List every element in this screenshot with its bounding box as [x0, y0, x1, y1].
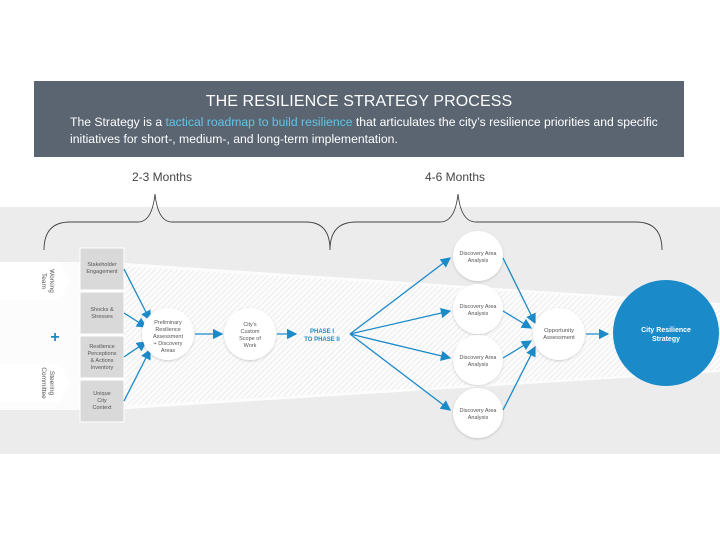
scope-line2: Custom	[241, 329, 260, 335]
city-resilience-strategy-node: City Resilience Strategy	[613, 280, 719, 386]
discovery-area-node-4: Discovery Area Analysis	[453, 388, 503, 438]
phase1-duration: 2-3 Months	[132, 170, 193, 184]
flow-funnel-hatch	[120, 266, 720, 406]
discovery-area-node-1: Discovery Area Analysis	[453, 231, 503, 281]
box-context-line2: City	[97, 398, 107, 404]
phase2-bracket	[329, 193, 663, 251]
header-banner: THE RESILIENCE STRATEGY PROCESS The Stra…	[34, 81, 684, 157]
preliminary-line1: Preliminary	[154, 320, 182, 326]
diagram-description: The Strategy is a tactical roadmap to bu…	[70, 114, 680, 148]
description-text-start: The Strategy is a	[70, 115, 166, 129]
discovery-1-line1: Discovery Area	[460, 251, 498, 257]
discovery-3-line2: Analysis	[468, 362, 489, 368]
preliminary-assessment-node: Preliminary Resilience Assessment + Disc…	[142, 308, 194, 360]
steering-committee-label: Steering Committee	[40, 367, 55, 399]
input-box-perceptions: Resilience Perceptions & Actions Invento…	[79, 335, 125, 379]
diagram-title: THE RESILIENCE STRATEGY PROCESS	[205, 93, 513, 110]
arrow-discovery-3-to-opportunity	[502, 340, 533, 359]
box-perceptions-line3: & Actions	[91, 358, 114, 364]
box-shocks-line1: Shocks &	[90, 307, 114, 313]
arrow-discovery-2-to-opportunity	[502, 310, 533, 329]
discovery-4-line2: Analysis	[468, 415, 489, 421]
working-team-label-line2: Team	[40, 273, 47, 289]
phase1-bracket	[43, 193, 331, 251]
phase-label-line2: TO PHASE II	[304, 337, 340, 343]
steering-committee-label-line2: Committee	[40, 367, 47, 399]
box-stakeholder-line2: Engagement	[86, 269, 118, 275]
arrow-phase-to-discovery-1	[349, 257, 452, 335]
arrow-phase-to-discovery-2	[349, 307, 452, 335]
strategy-line2: Strategy	[652, 336, 680, 343]
arrow-discovery-4-to-opportunity	[502, 345, 536, 411]
plus-sign: +	[50, 329, 59, 346]
working-team-label-line1: Working	[48, 269, 55, 293]
opportunity-assessment-node: Opportunity Assessment	[533, 308, 585, 360]
scope-line3: Scope of	[239, 336, 261, 342]
arrow-phase-to-discovery-3	[349, 333, 452, 361]
discovery-area-node-2: Discovery Area Analysis	[453, 284, 503, 334]
preliminary-line5: Areas	[161, 348, 176, 354]
arrow-context-to-preliminary	[123, 348, 151, 402]
discovery-4-line1: Discovery Area	[460, 408, 498, 414]
discovery-3-line1: Discovery Area	[460, 355, 498, 361]
box-context-line3: Context	[93, 405, 112, 411]
phase2-duration: 4-6 Months	[425, 170, 486, 184]
custom-scope-node: City’s Custom Scope of Work	[224, 308, 276, 360]
steering-committee-label-line1: Steering	[48, 371, 55, 396]
opportunity-line2: Assessment	[543, 335, 575, 341]
arrow-phase-to-discovery-4	[349, 333, 452, 411]
arrow-shocks-to-preliminary	[123, 312, 148, 328]
input-box-context: Unique City Context	[79, 379, 125, 423]
preliminary-line3: Assessment	[153, 334, 183, 340]
arrow-stakeholder-to-preliminary	[123, 268, 151, 322]
input-box-stakeholder: Stakeholder Engagement	[79, 247, 125, 291]
box-shocks-line2: Stresses	[91, 314, 113, 320]
discovery-area-node-3: Discovery Area Analysis	[453, 335, 503, 385]
discovery-1-line2: Analysis	[468, 258, 489, 264]
box-perceptions-line1: Resilience	[89, 344, 114, 350]
strategy-line1: City Resilience	[641, 327, 691, 334]
arrow-discovery-1-to-opportunity	[502, 257, 536, 325]
phase-label-line1: PHASE I	[310, 329, 334, 335]
arrow-perceptions-to-preliminary	[123, 341, 148, 358]
input-box-shocks: Shocks & Stresses	[79, 291, 125, 335]
preliminary-line2: Resilience	[155, 327, 180, 333]
preliminary-line4: + Discovery	[154, 341, 183, 347]
working-team-arrow	[0, 262, 70, 300]
discovery-2-line2: Analysis	[468, 311, 489, 317]
box-context-line1: Unique	[93, 391, 110, 397]
description-highlight: tactical roadmap to build resilience	[165, 115, 353, 129]
box-perceptions-line4: Inventory	[91, 365, 114, 371]
box-perceptions-line2: Perceptions	[87, 351, 116, 357]
scope-line1: City’s	[243, 322, 257, 328]
box-stakeholder-line1: Stakeholder	[87, 262, 117, 268]
working-team-label: Working Team	[40, 269, 55, 293]
opportunity-line1: Opportunity	[544, 328, 574, 334]
steering-committee-arrow	[0, 364, 70, 402]
description-text-end: that articulates the city’s resilience p…	[70, 115, 658, 146]
scope-line4: Work	[244, 343, 257, 349]
discovery-2-line1: Discovery Area	[460, 304, 498, 310]
